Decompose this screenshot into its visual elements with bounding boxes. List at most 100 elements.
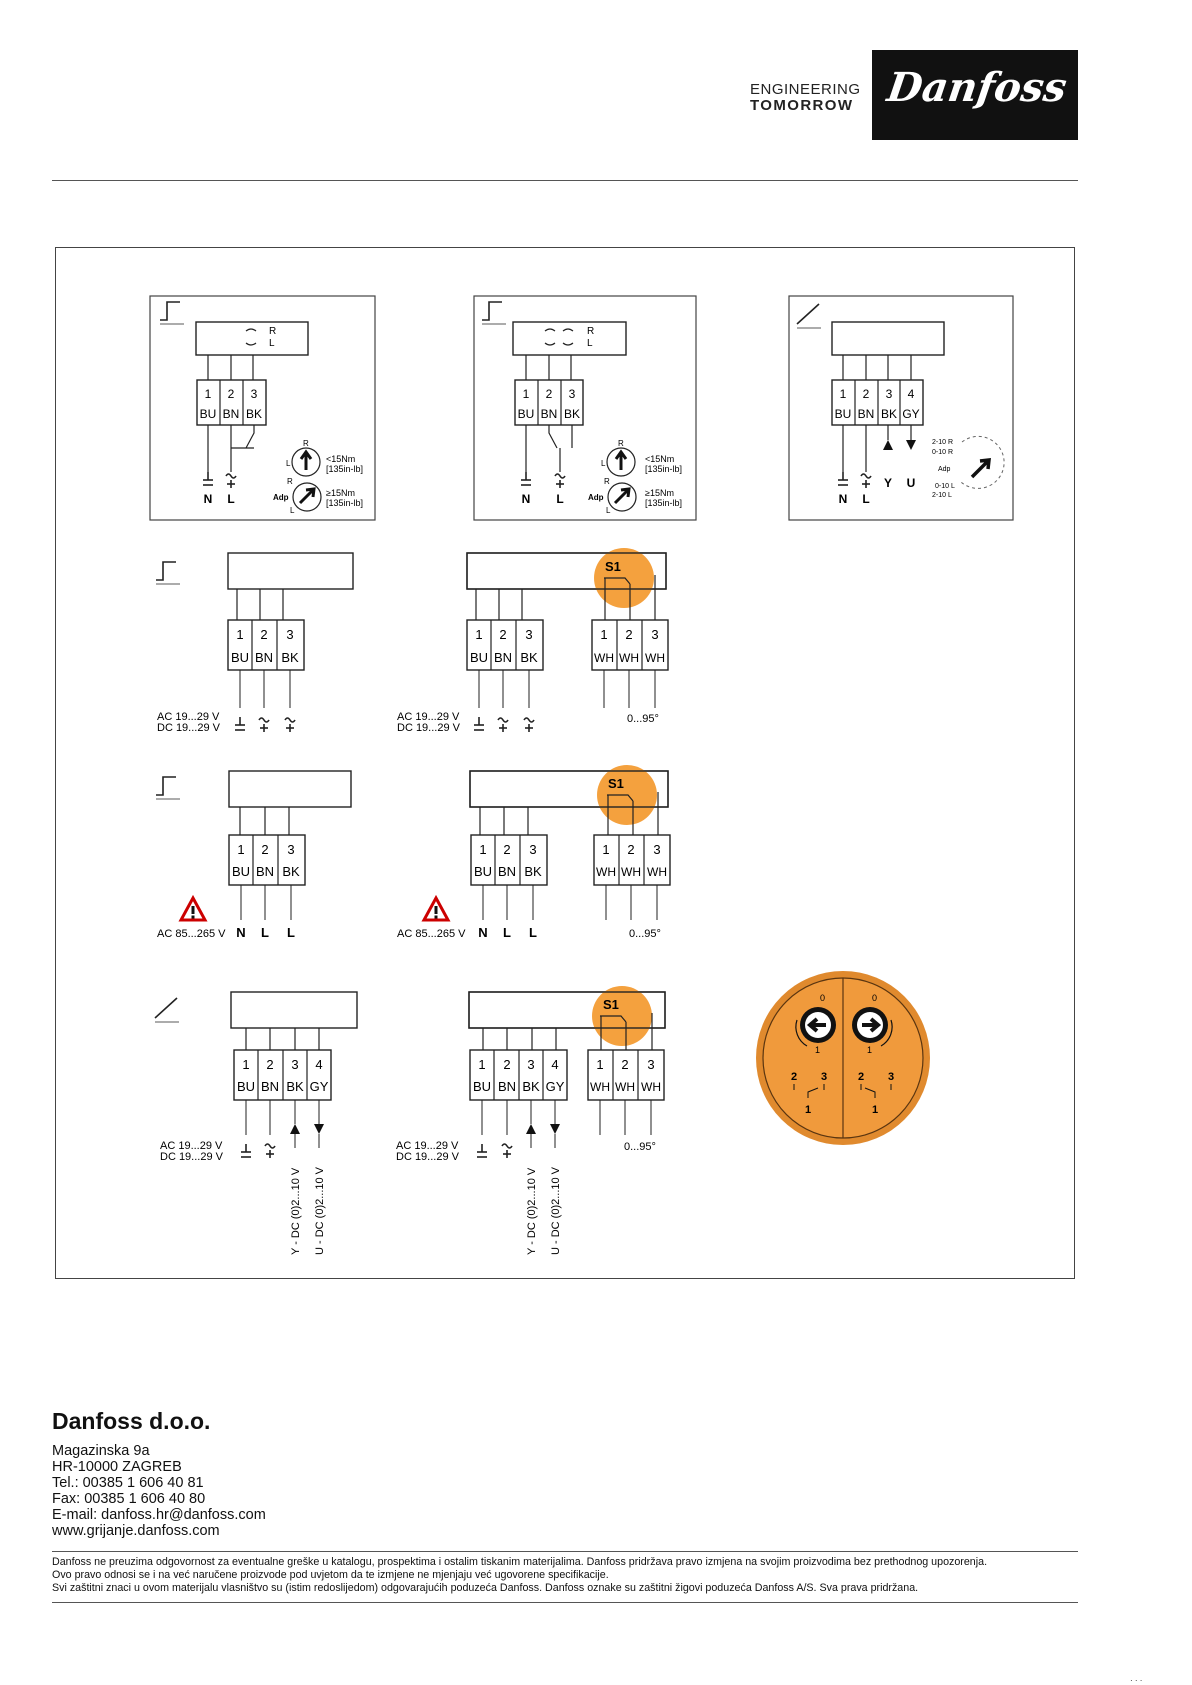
warning-icon <box>179 896 207 922</box>
wire-bn: BN <box>223 407 240 421</box>
svg-text:2: 2 <box>791 1071 797 1083</box>
svg-text:N: N <box>236 925 245 940</box>
svg-text:BK: BK <box>522 1079 540 1094</box>
svg-text:3: 3 <box>529 842 536 857</box>
svg-text:[135in-lb]: [135in-lb] <box>326 498 363 508</box>
svg-text:AC 85...265 V: AC 85...265 V <box>397 928 466 940</box>
svg-text:BU: BU <box>470 650 488 665</box>
svg-text:L: L <box>601 459 606 468</box>
label-l: L <box>227 492 234 506</box>
svg-text:L: L <box>286 459 291 468</box>
svg-text:L: L <box>287 925 295 940</box>
svg-text:0-10 R: 0-10 R <box>932 449 953 456</box>
svg-text:2-10 L: 2-10 L <box>932 492 952 499</box>
svg-text:R: R <box>604 477 610 486</box>
svg-text:[135in-lb]: [135in-lb] <box>645 498 682 508</box>
svg-text:L: L <box>862 492 869 506</box>
footer-divider-top <box>52 1551 1078 1552</box>
svg-text:3: 3 <box>525 627 532 642</box>
svg-text:1: 1 <box>523 387 530 401</box>
footer-divider-bottom <box>52 1602 1078 1603</box>
svg-text:AC 19...29 V: AC 19...29 V <box>396 1140 459 1152</box>
svg-text:2: 2 <box>260 627 267 642</box>
supply-ac-230: AC 85...265 V <box>157 928 226 940</box>
svg-text:BU: BU <box>232 864 250 879</box>
svg-text:1: 1 <box>815 1045 820 1055</box>
svg-text:GY: GY <box>902 407 919 421</box>
svg-text:L: L <box>261 925 269 940</box>
svg-text:3: 3 <box>647 1057 654 1072</box>
svg-text:WH: WH <box>615 1080 635 1094</box>
svg-text:WH: WH <box>645 651 665 665</box>
svg-text:BN: BN <box>858 407 875 421</box>
svg-text:WH: WH <box>621 865 641 879</box>
disclaimer: Danfoss ne preuzima odgovornost za event… <box>52 1556 1082 1595</box>
dir-l: L <box>269 338 275 349</box>
diagram-row-4-right: S1 1 2 3 4 BU BN BK GY 1 2 3 WH WH WH AC… <box>396 986 666 1255</box>
svg-text:2: 2 <box>261 842 268 857</box>
svg-text:GY: GY <box>546 1079 565 1094</box>
wire-bu: BU <box>200 407 217 421</box>
svg-text:1: 1 <box>236 627 243 642</box>
svg-text:0...95°: 0...95° <box>629 928 661 940</box>
svg-text:2: 2 <box>621 1057 628 1072</box>
svg-text:BK: BK <box>286 1079 304 1094</box>
tagline-line2: TOMORROW <box>750 97 854 114</box>
svg-text:2: 2 <box>266 1057 273 1072</box>
step-icon <box>155 561 181 585</box>
switch-dial: 0 1 0 1 2 3 1 2 3 1 <box>756 971 930 1145</box>
svg-text:3: 3 <box>651 627 658 642</box>
svg-text:BK: BK <box>881 407 897 421</box>
address-line1: Magazinska 9a <box>52 1443 150 1459</box>
svg-text:4: 4 <box>315 1057 322 1072</box>
svg-text:DC 19...29 V: DC 19...29 V <box>397 722 461 734</box>
svg-text:L: L <box>587 338 593 349</box>
svg-text:N: N <box>839 492 848 506</box>
svg-text:1: 1 <box>602 842 609 857</box>
label-y: Y <box>884 476 892 490</box>
header-divider <box>52 180 1078 181</box>
signal-u: U - DC (0)2...10 V <box>314 1166 326 1255</box>
svg-text:3: 3 <box>653 842 660 857</box>
svg-text:3: 3 <box>821 1071 827 1083</box>
svg-text:Y - DC (0)2...10 V: Y - DC (0)2...10 V <box>526 1167 538 1255</box>
diagram-row-3-left: 1 2 3 BU BN BK AC 85...265 V N L L <box>155 770 352 940</box>
svg-text:BU: BU <box>231 650 249 665</box>
svg-text:BU: BU <box>835 407 852 421</box>
svg-text:DC 19...29 V: DC 19...29 V <box>396 1151 460 1163</box>
diagram-row-3-right: S1 1 2 3 BU BN BK 1 2 3 WH WH WH AC 85..… <box>397 765 671 940</box>
svg-text:2: 2 <box>546 387 553 401</box>
svg-text:2: 2 <box>499 627 506 642</box>
svg-text:0: 0 <box>872 993 877 1003</box>
svg-text:3: 3 <box>888 1071 894 1083</box>
svg-text:3: 3 <box>291 1057 298 1072</box>
torque-low: <15Nm <box>326 454 355 464</box>
wiring-diagrams: R L 1 2 3 BU BN BK N L R L <15Nm [135in-… <box>149 295 1014 1255</box>
supply-dc: DC 19...29 V <box>157 722 221 734</box>
svg-text:3: 3 <box>886 387 893 401</box>
svg-text:R: R <box>618 439 624 448</box>
svg-text:1: 1 <box>600 627 607 642</box>
svg-text:GY: GY <box>310 1079 329 1094</box>
svg-text:1: 1 <box>872 1104 878 1116</box>
svg-text:4: 4 <box>908 387 915 401</box>
diagram-panel-3: 1 2 3 4 BU BN BK GY N L Y U 2-10 R 0-10 … <box>788 295 1014 521</box>
danfoss-logo: Danfoss <box>872 50 1078 140</box>
svg-text:BN: BN <box>255 650 273 665</box>
corner-mark: · · · <box>1130 1676 1143 1685</box>
svg-text:2: 2 <box>858 1071 864 1083</box>
svg-text:BN: BN <box>494 650 512 665</box>
svg-text:2: 2 <box>503 842 510 857</box>
svg-text:4: 4 <box>551 1057 558 1072</box>
contact-block: Magazinska 9a HR-10000 ZAGREB Tel.: 0038… <box>52 1443 266 1539</box>
svg-text:S1: S1 <box>608 776 624 791</box>
diagram-panel-2: R L 1 2 3 BU BN BK N L R L <15Nm [135in-… <box>473 295 697 521</box>
tagline: ENGINEERING TOMORROW <box>750 82 861 114</box>
svg-text:U - DC (0)2...10 V: U - DC (0)2...10 V <box>550 1166 562 1255</box>
svg-text:[135in-lb]: [135in-lb] <box>645 464 682 474</box>
fax: Fax: 00385 1 606 40 80 <box>52 1491 206 1507</box>
svg-text:<15Nm: <15Nm <box>645 454 674 464</box>
tagline-line1: ENGINEERING <box>750 81 861 98</box>
svg-text:[135in-lb]: [135in-lb] <box>326 464 363 474</box>
svg-text:R: R <box>287 477 293 486</box>
